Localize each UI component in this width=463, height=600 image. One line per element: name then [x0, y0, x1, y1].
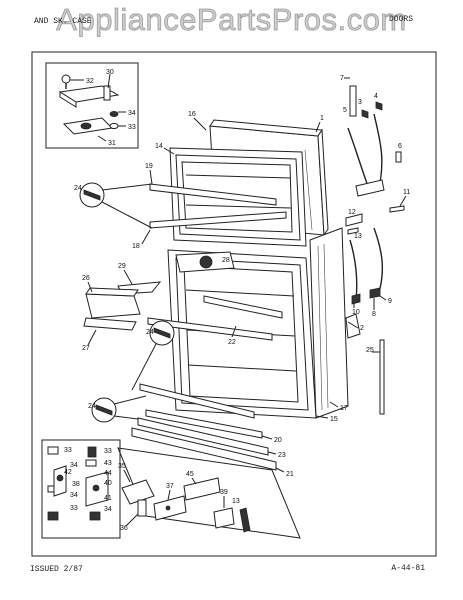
callout-18: 18	[132, 243, 140, 250]
callout-11: 11	[403, 189, 410, 196]
inset-bottom-hinge	[41, 439, 121, 539]
part-20-shelf-bar	[145, 409, 263, 439]
callout-22: 22	[228, 339, 236, 346]
callout-40: 40	[104, 480, 112, 487]
callout-20: 20	[274, 437, 282, 444]
header-page-title: DOORS	[388, 15, 413, 24]
header-section-label: AND SK. CASE	[34, 17, 92, 26]
watermark: AppliancePartsPros.com	[56, 2, 407, 38]
callout-44: 44	[104, 470, 112, 477]
callout-33-b: 33	[70, 505, 78, 512]
callout-26: 26	[82, 275, 90, 282]
drawing-number: A-44-81	[391, 564, 425, 573]
callout-31: 31	[108, 140, 116, 147]
callout-21: 21	[286, 471, 294, 478]
callout-34: 34	[128, 110, 136, 117]
callout-6: 6	[398, 143, 402, 150]
callout-34-b: 34	[70, 492, 78, 499]
callout-45: 45	[186, 471, 194, 478]
callout-33: 33	[128, 124, 136, 131]
callout-42: 42	[64, 469, 72, 476]
callout-24-c: 24	[88, 403, 96, 410]
callout-43: 43	[104, 460, 112, 467]
callout-7: 7	[340, 75, 344, 82]
callout-41: 41	[104, 495, 112, 502]
callout-9: 9	[388, 298, 392, 305]
freezer-door-assembly	[149, 119, 329, 247]
callout-27: 27	[82, 345, 90, 352]
detail-circle-upper	[79, 182, 153, 229]
callout-8: 8	[372, 311, 376, 318]
inset-top-hinge	[45, 62, 139, 149]
bottom-hinge-brackets	[117, 447, 301, 539]
callout-38: 38	[72, 481, 80, 488]
callout-29: 29	[118, 263, 126, 270]
callout-28: 28	[222, 257, 230, 264]
callout-12: 12	[348, 209, 356, 216]
callout-23: 23	[278, 452, 286, 459]
part-26-butter-bin	[83, 287, 141, 331]
callout-5: 5	[343, 107, 347, 114]
callout-34-c: 34	[104, 506, 112, 513]
callout-33-a: 33	[64, 447, 72, 454]
callout-16: 16	[188, 111, 196, 118]
callout-1: 1	[320, 115, 324, 122]
callout-10: 10	[352, 309, 360, 316]
right-side-parts	[345, 85, 405, 415]
part-23-door-trim	[137, 417, 269, 456]
callout-32: 32	[86, 78, 94, 85]
issued-date: ISSUED 2/87	[30, 565, 83, 574]
callout-4: 4	[374, 93, 378, 100]
callout-19: 19	[145, 163, 153, 170]
callout-13-b: 13	[232, 498, 240, 505]
detail-circle-middle	[131, 320, 175, 391]
callout-13: 13	[354, 233, 362, 240]
callout-39: 39	[220, 489, 228, 496]
callout-24-b: 24	[146, 329, 154, 336]
callout-33-c: 33	[104, 448, 112, 455]
fresh-food-door-assembly	[139, 227, 349, 419]
callout-35: 35	[118, 463, 126, 470]
callout-17: 17	[340, 405, 348, 412]
callout-15: 15	[330, 416, 338, 423]
diagram-border	[31, 51, 437, 557]
callout-37: 37	[166, 483, 174, 490]
callout-30: 30	[106, 69, 114, 76]
detail-circle-lower	[91, 395, 147, 423]
part-21-bottom-trim	[131, 427, 277, 471]
callout-25: 25	[366, 347, 374, 354]
callout-14: 14	[155, 143, 163, 150]
callout-3: 3	[358, 99, 362, 106]
callout-24-a: 24	[74, 185, 82, 192]
callout-36: 36	[120, 525, 128, 532]
callout-2: 2	[360, 325, 364, 332]
callout-34-a: 34	[70, 462, 78, 469]
